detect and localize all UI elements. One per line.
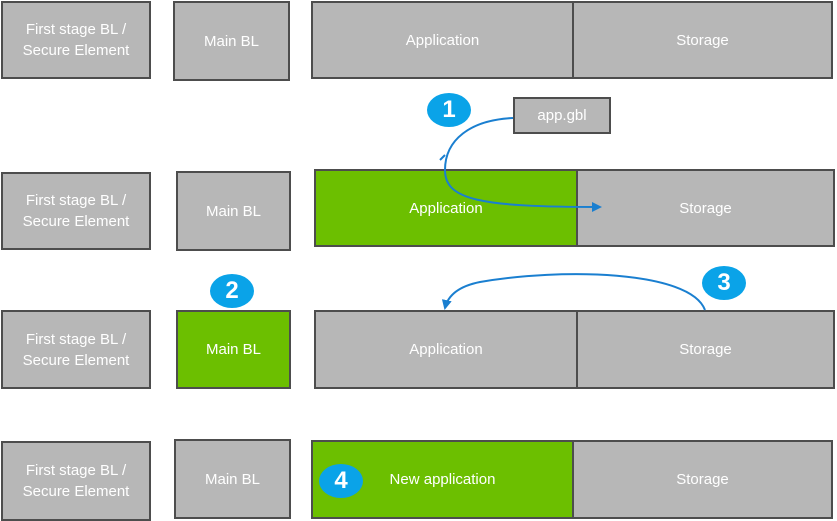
arrow-upload-start-tick — [439, 154, 446, 161]
first-stage-label: First stage BL /Secure Element — [22, 21, 130, 59]
row1-first-stage-bl-box: First stage BL /Secure Element — [1, 1, 151, 79]
row1-main-bl-box: Main BL — [173, 1, 290, 81]
main-bl-label: Main BL — [205, 202, 262, 220]
row2-main-bl-box: Main BL — [176, 171, 291, 251]
row3-main-bl-box-highlighted: Main BL — [176, 310, 291, 389]
row4-main-bl-box: Main BL — [174, 439, 291, 519]
row2-application-box-highlighted: Application — [314, 169, 578, 247]
app-gbl-file-box: app.gbl — [513, 97, 611, 134]
storage-label: Storage — [679, 341, 732, 358]
storage-label: Storage — [676, 471, 729, 488]
main-bl-label: Main BL — [204, 470, 261, 488]
step-4-badge: 4 — [319, 464, 363, 498]
step-1-badge: 1 — [427, 93, 471, 127]
row4-storage-box: Storage — [572, 440, 833, 519]
first-stage-label: First stage BL /Secure Element — [22, 330, 130, 369]
application-label: Application — [409, 199, 483, 217]
main-bl-label: Main BL — [203, 32, 260, 50]
application-label: Application — [405, 31, 480, 49]
application-label: Application — [409, 341, 483, 358]
storage-label: Storage — [679, 199, 732, 217]
row1-application-box: Application — [311, 1, 574, 79]
app-gbl-label: app.gbl — [537, 107, 587, 124]
row3-storage-box: Storage — [576, 310, 835, 389]
storage-label: Storage — [676, 31, 729, 49]
main-bl-label: Main BL — [205, 341, 262, 358]
arrow-storage-to-application — [441, 273, 706, 311]
arrow-upload-to-storage — [444, 117, 514, 171]
first-stage-label: First stage BL /Secure Element — [22, 192, 130, 230]
first-stage-label: First stage BL /Secure Element — [22, 462, 130, 500]
row2-first-stage-bl-box: First stage BL /Secure Element — [1, 172, 151, 250]
arrow-upload-to-storage-curve — [444, 169, 602, 212]
step-3-badge: 3 — [702, 266, 746, 300]
row4-first-stage-bl-box: First stage BL /Secure Element — [1, 441, 151, 521]
row1-storage-box: Storage — [572, 1, 833, 79]
row3-first-stage-bl-box: First stage BL /Secure Element — [1, 310, 151, 389]
step-2-badge: 2 — [210, 274, 254, 308]
new-application-label: New application — [389, 471, 496, 488]
row2-storage-box: Storage — [576, 169, 835, 247]
